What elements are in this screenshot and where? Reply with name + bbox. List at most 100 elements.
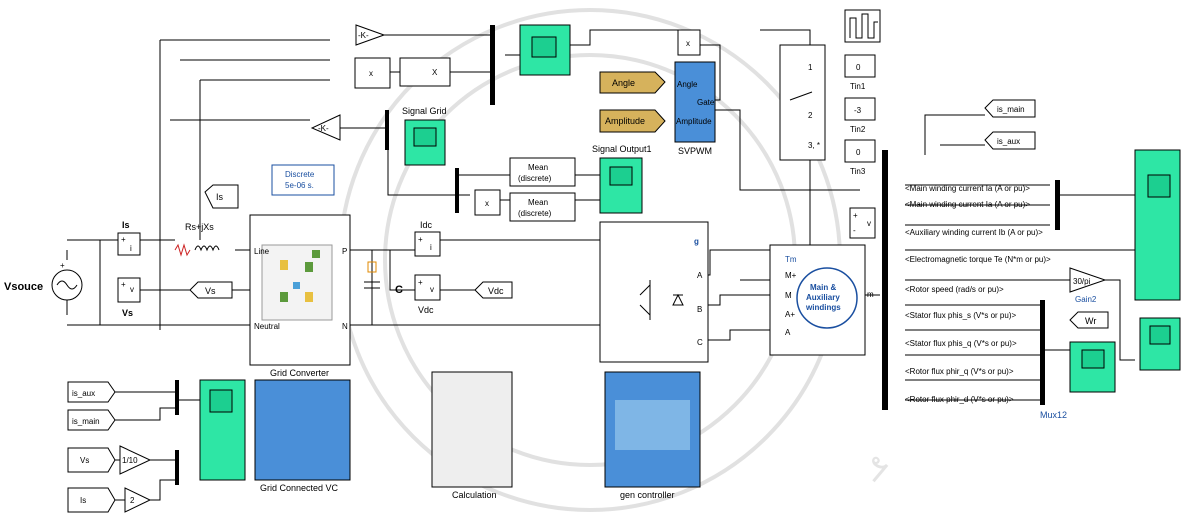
vs-label: Vs [122,308,133,318]
from-is-text: Is [80,496,86,505]
gain-k-mid[interactable]: -K- [312,115,340,140]
svg-text:+: + [60,261,65,270]
gain-2[interactable]: 2 [125,488,150,512]
transpose-block[interactable]: X [400,58,450,86]
inv-port-a: A [697,271,703,280]
current-measurement-idc[interactable]: + i [415,232,440,256]
mot-port-m: M [785,291,792,300]
svg-text:v: v [130,285,134,294]
scope-right-small[interactable] [1140,318,1180,370]
inverter-block[interactable] [600,222,708,362]
goto-wr[interactable]: Wr [1070,312,1108,328]
from-amplitude[interactable]: Amplitude [600,110,665,132]
mux-bottom-low[interactable] [175,450,179,485]
vdc-label: Vdc [418,305,434,315]
mux-bottom-top[interactable] [175,380,179,415]
gain-30pi[interactable]: 30/pi [1070,268,1105,292]
port-p: P [342,247,347,256]
rl-impedance[interactable] [175,245,219,255]
mux-mean[interactable] [455,168,459,213]
svg-text:v: v [430,285,434,294]
svpwm-port-gate: Gate [697,98,715,107]
const-tin2[interactable]: -3 [845,98,875,120]
scope-right-large[interactable] [1135,150,1180,300]
from-angle[interactable]: Angle [600,72,665,93]
mean-discrete-1[interactable]: Mean (discrete) [510,158,575,186]
goto-vdc[interactable]: Vdc [475,282,512,298]
svg-text:i: i [430,243,432,252]
gen-controller-block[interactable] [605,372,700,487]
tin3-label: Tin3 [850,167,866,176]
const-tin1-text: 0 [856,63,861,72]
signal-6: <Stator flux phis_q (V*s or pu)> [905,339,1017,348]
voltage-measurement-vdc[interactable]: + v [415,275,440,300]
mux-top[interactable] [490,25,495,105]
goto-is-main-text: is_main [997,105,1025,114]
mean-discrete-2[interactable]: Mean (discrete) [510,193,575,221]
ac-voltage-source[interactable]: + [52,261,82,300]
signal-3: <Electromagnetic torque Te (N*m or pu)> [905,255,1051,264]
calculation-block[interactable] [432,372,512,487]
from-amplitude-text: Amplitude [605,116,645,126]
transpose-text: X [432,68,438,77]
from-is-aux[interactable]: is_aux [68,382,115,402]
grid-connected-vc-block[interactable] [255,380,350,480]
from-angle-text: Angle [612,78,635,88]
signal-1: <Main winding current Ia (A or pu)> [905,200,1030,209]
svg-text:+: + [853,211,858,220]
gain-k-top[interactable]: -K- [356,25,384,45]
scope-mux12[interactable] [1070,342,1115,392]
signal-0: <Main winding current Ia (A or pu)> [905,184,1030,193]
product-mid[interactable]: x [475,190,500,215]
is-label: Is [122,220,130,230]
goto-is-main[interactable]: is_main [985,100,1035,117]
mux12[interactable] [1040,300,1045,405]
sum-block[interactable]: + - v [850,208,875,238]
scope-top[interactable] [520,25,570,75]
gen-controller-label: gen controller [620,490,675,500]
port-line: Line [254,247,270,256]
motor-line1: Main & [810,283,836,292]
signal-7: <Rotor flux phir_q (V*s or pu)> [905,367,1014,376]
grid-converter-block[interactable] [250,215,350,365]
bus-selector[interactable] [882,150,888,410]
voltage-measurement-vs[interactable]: + v [118,278,140,302]
mux-right-top[interactable] [1055,180,1060,230]
gain2-label: Gain2 [1075,295,1097,304]
port-neutral: Neutral [254,322,280,331]
mot-port-a: A [785,328,791,337]
svg-text:+: + [418,278,423,287]
const-tin1[interactable]: 0 [845,55,875,77]
goto-wr-text: Wr [1085,316,1096,326]
goto-vs[interactable]: Vs [190,282,232,298]
mux-mid[interactable] [385,110,389,150]
tin2-label: Tin2 [850,125,866,134]
from-is-main[interactable]: is_main [68,410,115,430]
product-top[interactable]: x [355,58,390,88]
scope-signal-grid[interactable] [405,120,445,165]
from-is-main-text: is_main [72,417,100,426]
discrete-line1: Discrete [285,170,315,179]
product-svpwm[interactable]: x [678,30,700,55]
from-is[interactable]: Is [68,488,115,512]
scope-signal-output[interactable] [600,158,642,213]
svpwm-port-angle: Angle [677,80,698,89]
goto-is[interactable]: Is [205,185,238,208]
gain-2-text: 2 [130,496,135,505]
powergui-discrete[interactable]: Discrete 5e-06 s. [272,165,334,195]
const-tin3[interactable]: 0 [845,140,875,162]
grid-connected-label: Grid Connected VC [260,483,339,493]
svg-text:v: v [867,219,871,228]
signal-builder[interactable] [845,10,880,42]
idc-label: Idc [420,220,433,230]
svg-text:+: + [121,235,126,244]
gain-30pi-text: 30/pi [1073,277,1091,286]
current-measurement-is[interactable]: + i [118,233,140,255]
signal-2: <Auxiliary winding current Ib (A or pu)> [905,228,1043,237]
scope-bottom-left[interactable] [200,380,245,480]
gain-1-10[interactable]: 1/10 [120,446,150,474]
from-vs[interactable]: Vs [68,448,115,472]
goto-is-aux[interactable]: is_aux [985,132,1035,149]
mux12-label: Mux12 [1040,410,1067,420]
svg-text:ฯ: ฯ [854,443,899,490]
